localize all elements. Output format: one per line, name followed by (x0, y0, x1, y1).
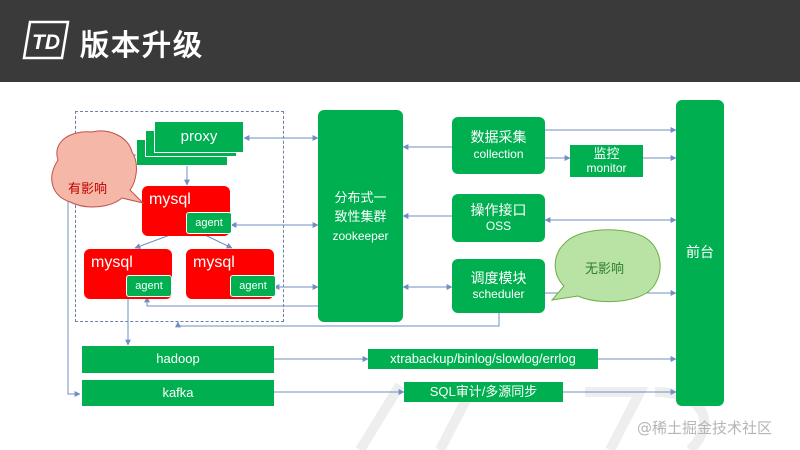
monitor-line1: 监控 (593, 146, 620, 162)
oss-line2: OSS (485, 219, 512, 234)
xtrabackup-label: xtrabackup/binlog/slowlog/errlog (390, 350, 576, 366)
collection-line2: collection (473, 146, 524, 161)
zookeeper-line1: 分布式一 (334, 189, 387, 205)
frontend-label: 前台 (686, 244, 714, 261)
oss-node: 操作接口 OSS (452, 194, 545, 242)
title-bar: TD 版本升级 (0, 0, 800, 82)
watermark-credit: @稀土掘金技术社区 (637, 419, 773, 437)
zookeeper-line2: 致性集群 (334, 209, 387, 224)
page-title: 版本升级 (80, 28, 205, 62)
kafka-label: kafka (162, 384, 194, 400)
scheduler-line1: 调度模块 (470, 269, 527, 286)
frontend-node: 前台 (676, 100, 724, 406)
kafka-node: kafka (82, 380, 274, 406)
logo-text: TD (32, 31, 60, 54)
zookeeper-line3: zookeeper (332, 228, 389, 243)
sql-audit-node: SQL审计/多源同步 (404, 382, 563, 402)
mysql-slave-left-label: mysql (91, 254, 133, 271)
mysql-slave-left-agent: agent (126, 275, 172, 297)
hadoop-node: hadoop (82, 346, 274, 373)
unaffected-callout-text: 无影响 (585, 262, 625, 277)
xtrabackup-node: xtrabackup/binlog/slowlog/errlog (368, 349, 598, 369)
scheduler-node: 调度模块 scheduler (452, 259, 545, 313)
proxy-node: proxy (154, 121, 244, 153)
collection-node: 数据采集 collection (452, 117, 545, 174)
mysql-master-label: mysql (149, 191, 191, 208)
hadoop-label: hadoop (156, 351, 200, 367)
monitor-line2: monitor (586, 160, 627, 175)
td-logo-icon: TD (22, 20, 70, 60)
mysql-slave-right-label: mysql (193, 254, 235, 271)
affected-callout-text: 有影响 (68, 182, 108, 197)
monitor-node: 监控 monitor (570, 145, 643, 177)
oss-line1: 操作接口 (470, 201, 527, 218)
collection-line1: 数据采集 (470, 129, 527, 146)
scheduler-line2: scheduler (472, 287, 525, 302)
sql-audit-label: SQL审计/多源同步 (429, 383, 538, 399)
mysql-master-agent: agent (186, 212, 232, 234)
mysql-slave-right-agent: agent (230, 275, 276, 297)
zookeeper-node: 分布式一 致性集群 zookeeper (318, 110, 403, 322)
proxy-label: proxy (180, 127, 218, 145)
